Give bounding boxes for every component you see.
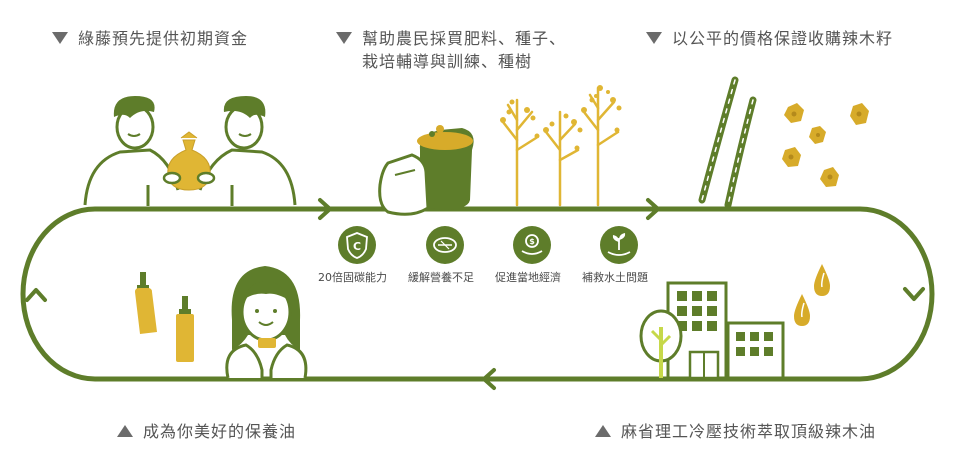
oil-drops-illustration [794, 264, 830, 326]
seedling-hand-icon [600, 226, 638, 264]
step-extraction-caption: 麻省理工冷壓技術萃取頂級辣木油 [595, 420, 876, 443]
moringa-pods-illustration [698, 76, 757, 209]
step-purchase-caption: 以公平的價格保證收購辣木籽 [646, 27, 893, 50]
young-trees-illustration [501, 86, 620, 207]
fertilizer-sack-illustration [378, 125, 474, 216]
step-skincare-caption: 成為你美好的保養油 [117, 420, 296, 443]
coin-hand-icon: $ [513, 226, 551, 264]
carbon-c-shield-icon: C [338, 226, 376, 264]
loop-arrow-left [482, 368, 496, 390]
farmers-funding-illustration [83, 96, 297, 206]
svg-text:$: $ [529, 237, 535, 246]
happy-customer-illustration [225, 266, 308, 379]
cycle-loop [20, 206, 935, 382]
step-support-text-line2: 栽培輔導與訓練、種樹 [362, 52, 533, 71]
benefit-label-carbon: 20倍固碳能力 [318, 271, 387, 284]
loop-arrow-down [903, 287, 925, 301]
down-triangle-icon [52, 31, 68, 44]
benefit-label-nutrition: 緩解營養不足 [408, 271, 474, 284]
loop-arrow-right-1 [318, 198, 332, 220]
svg-text:C: C [353, 240, 361, 253]
step-extraction-text: 麻省理工冷壓技術萃取頂級辣木油 [621, 422, 877, 441]
step-purchase-text: 以公平的價格保證收購辣木籽 [672, 29, 894, 48]
loop-arrow-right-2 [646, 198, 660, 220]
moringa-seeds-illustration [782, 103, 869, 187]
step-support-text-line1: 幫助農民採買肥料、種子、 [362, 29, 567, 48]
benefit-label-soil: 補救水土問題 [582, 271, 648, 284]
meat-nutrition-icon [426, 226, 464, 264]
step-support-caption: 幫助農民採買肥料、種子、 栽培輔導與訓練、種樹 [336, 27, 566, 73]
step-funding-caption: 綠藤預先提供初期資金 [52, 27, 248, 50]
down-triangle-icon [336, 31, 352, 44]
up-triangle-icon [595, 424, 611, 437]
step-skincare-text: 成為你美好的保養油 [143, 422, 297, 441]
loop-arrow-up [25, 288, 47, 302]
factory-illustration [639, 281, 785, 380]
up-triangle-icon [117, 424, 133, 437]
oil-bottles-illustration [135, 272, 194, 362]
step-funding-text: 綠藤預先提供初期資金 [78, 29, 249, 48]
down-triangle-icon [646, 31, 662, 44]
benefit-label-economy: 促進當地經濟 [495, 271, 561, 284]
